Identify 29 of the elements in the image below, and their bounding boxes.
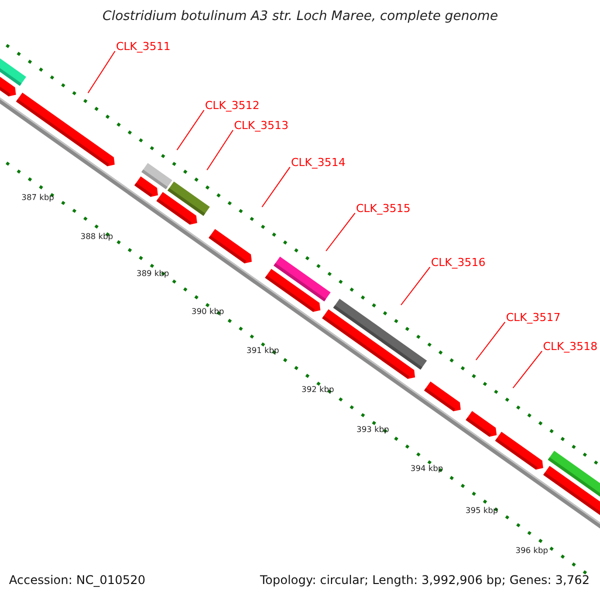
gene-label: CLK_3513 (234, 120, 289, 132)
leader-line (326, 212, 356, 252)
leader-line (400, 266, 430, 306)
accession-text: Accession: NC_010520 (9, 574, 146, 588)
title: Clostridium botulinum A3 str. Loch Maree, complete genome (102, 10, 498, 24)
scale-label: 391 kbp (246, 347, 280, 356)
leader-line (262, 166, 290, 208)
scale-label: 393 kbp (356, 426, 390, 435)
gene-label: CLK_3516 (431, 257, 486, 270)
gene-label: CLK_3515 (356, 203, 411, 216)
leader-line (88, 50, 116, 94)
gene-label: CLK_3514 (291, 157, 346, 170)
leader-line (206, 130, 234, 170)
scale-label: 387 kbp (22, 194, 54, 203)
gene-label: CLK_3517 (506, 312, 561, 324)
gene-label: CLK_3518 (543, 341, 598, 354)
scale-label: 394 kbp (410, 465, 444, 474)
leader-line (512, 350, 542, 388)
scale-label: 389 kbp (136, 270, 170, 279)
scale-label: 396 kbp (516, 547, 548, 556)
scale-label: 390 kbp (192, 308, 224, 317)
scale-label: 392 kbp (302, 386, 334, 395)
leader-line (476, 322, 506, 360)
genome-stats-text: Topology: circular; Length: 3,992,906 bp; Genes: 3,762 (260, 574, 590, 588)
leader-line (176, 110, 204, 150)
gene-label: CLK_3511 (116, 41, 171, 54)
scale-label: 388 kbp (80, 233, 114, 242)
gene-label: CLK_3512 (205, 100, 260, 112)
scale-label: 395 kbp (466, 507, 498, 516)
